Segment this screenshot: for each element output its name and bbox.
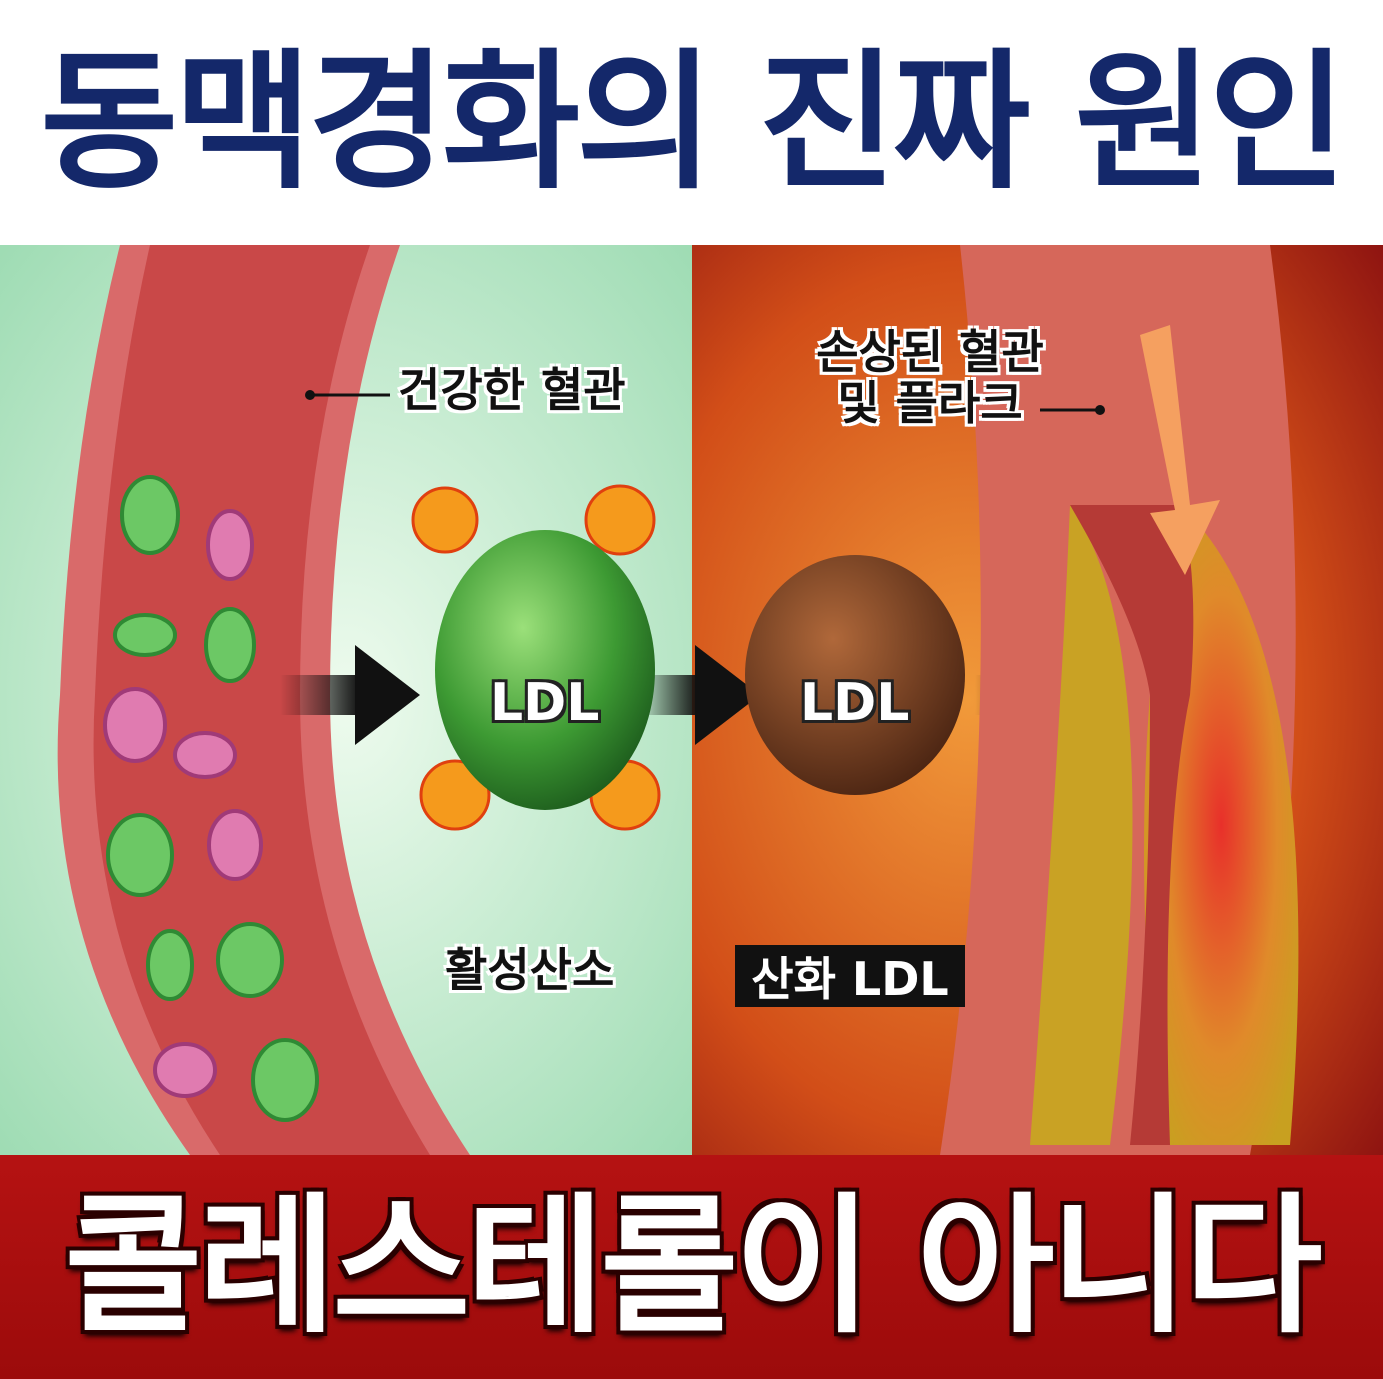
narrowed-lumen <box>1070 505 1194 1145</box>
footer-band: 콜레스테롤이 아니다 <box>0 1155 1383 1379</box>
oxidized-ldl-box: 산화 LDL <box>735 945 965 1007</box>
page-title: 동맥경화의 진짜 원인 <box>40 35 1346 210</box>
damaged-vessel-label: 손상된 혈관 및 플라크 <box>800 327 1060 428</box>
arrow-right-icon <box>280 645 420 745</box>
healthy-ldl-sphere <box>435 530 655 810</box>
damaged-vessel-label-line2: 및 플라크 <box>837 375 1023 430</box>
healthy-ldl-label: LDL <box>490 673 600 733</box>
blood-cells <box>103 475 319 1122</box>
title-band: 동맥경화의 진짜 원인 <box>0 0 1383 245</box>
illustration: 건강한 혈관 손상된 혈관 및 플라크 LDL LDL 활성산소 산화 LDL <box>0 245 1383 1155</box>
footer-text: 콜레스테롤이 아니다 <box>64 1180 1322 1354</box>
oxidized-ldl-rock <box>745 555 965 795</box>
healthy-vessel-label: 건강한 혈관 <box>398 363 626 417</box>
healthy-vessel-lumen <box>93 245 430 1155</box>
damaged-vessel-label-line1: 손상된 혈관 <box>816 325 1044 379</box>
arrow-down-icon <box>1140 325 1220 575</box>
ros-label: 활성산소 <box>445 943 615 997</box>
artery-illustration <box>0 245 1383 1155</box>
oxidized-ldl-label: LDL <box>800 673 910 733</box>
plaque-left <box>1030 505 1133 1145</box>
